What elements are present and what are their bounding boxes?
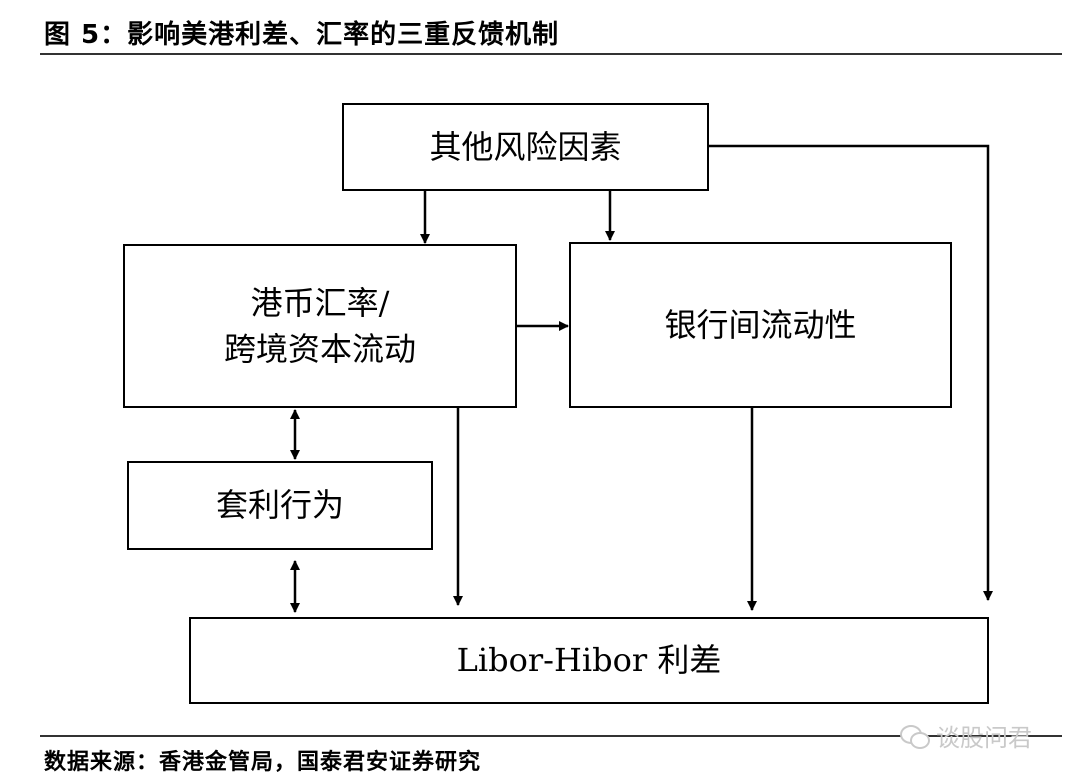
node-hkd-fx-line2: 跨境资本流动 — [223, 330, 416, 368]
node-interbank-label: 银行间流动性 — [664, 305, 857, 344]
node-hkd-fx: 港币汇率/ 跨境资本流动 — [123, 244, 517, 408]
node-arbitrage-label: 套利行为 — [215, 486, 344, 525]
title-rule — [40, 53, 1062, 55]
node-spread: Libor-Hibor 利差 — [189, 617, 989, 704]
node-hkd-fx-line1: 港币汇率/ — [250, 283, 390, 322]
figure-title: 图 5：影响美港利差、汇率的三重反馈机制 — [44, 20, 560, 50]
watermark: 谈股问君 — [900, 718, 1032, 753]
arrow-risk-to-spread — [708, 144, 993, 601]
node-interbank: 银行间流动性 — [569, 242, 952, 408]
node-other-risk: 其他风险因素 — [342, 103, 709, 191]
watermark-text: 谈股问君 — [936, 724, 1032, 752]
node-spread-label: Libor-Hibor 利差 — [456, 641, 722, 680]
node-arbitrage: 套利行为 — [127, 461, 433, 550]
node-other-risk-label: 其他风险因素 — [429, 127, 622, 166]
figure-source: 数据来源：香港金管局，国泰君安证券研究 — [44, 750, 482, 775]
source-rule — [40, 735, 1062, 737]
wechat-icon — [900, 723, 930, 749]
